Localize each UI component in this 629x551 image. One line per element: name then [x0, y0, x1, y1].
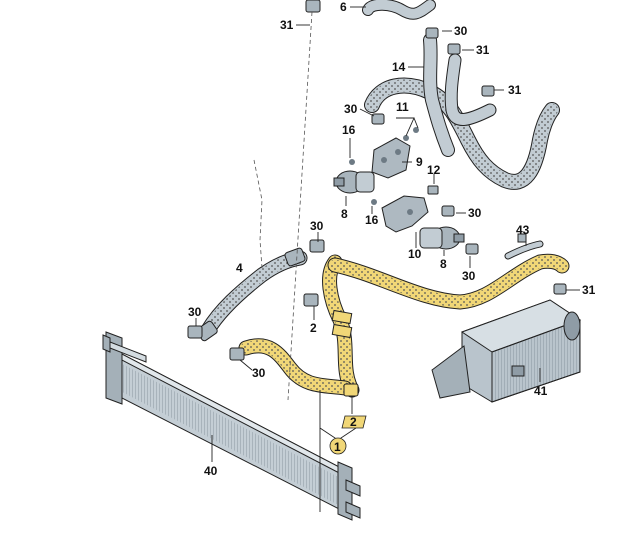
callout-31: 31 [508, 83, 522, 97]
callout-30: 30 [310, 219, 324, 233]
callout-10: 10 [408, 247, 422, 261]
callout-30: 30 [344, 102, 358, 116]
highlighted-callouts: 1 2 [329, 415, 367, 455]
callout-9: 9 [416, 155, 423, 169]
callout-14: 14 [392, 60, 406, 74]
callout-1-highlight: 1 [329, 437, 347, 455]
callout-43: 43 [516, 223, 530, 237]
callout-1: 1 [334, 440, 341, 454]
pump-8b-part [419, 226, 465, 250]
bracket-9-part [371, 137, 411, 179]
callout-11: 11 [396, 100, 409, 114]
callout-30: 30 [252, 366, 266, 380]
clamps [187, 27, 567, 397]
callout-30: 30 [468, 206, 482, 220]
callout-31: 31 [476, 43, 490, 57]
callout-2: 2 [350, 415, 357, 429]
pump-8a-part [333, 170, 375, 194]
callout-31: 31 [582, 283, 596, 297]
callout-labels: 31 6 30 31 14 31 30 11 16 9 12 8 16 30 3… [188, 0, 596, 478]
callout-6: 6 [340, 0, 347, 14]
callout-30: 30 [188, 305, 202, 319]
callout-31: 31 [280, 18, 294, 32]
hose-14-part [305, 0, 560, 190]
leader-lines [195, 6, 580, 512]
radiator-part [102, 331, 361, 521]
callout-2: 2 [310, 321, 317, 335]
hose-1-highlighted-part [238, 253, 570, 398]
callout-8: 8 [341, 207, 348, 221]
callout-41: 41 [534, 384, 548, 398]
hose-43-part [504, 233, 544, 260]
callout-16: 16 [365, 213, 379, 227]
callout-8: 8 [440, 257, 447, 271]
bracket-10-part [381, 195, 429, 233]
callout-2-highlight: 2 [341, 415, 367, 429]
callout-16: 16 [342, 123, 356, 137]
callout-40: 40 [204, 464, 218, 478]
reference-lines [253, 11, 313, 401]
charge-air-cooler-41-part [431, 299, 582, 403]
callout-30: 30 [454, 24, 468, 38]
callout-12: 12 [427, 163, 441, 177]
callout-4: 4 [236, 261, 243, 275]
callout-30: 30 [462, 269, 476, 283]
hose-4-part [196, 247, 308, 342]
